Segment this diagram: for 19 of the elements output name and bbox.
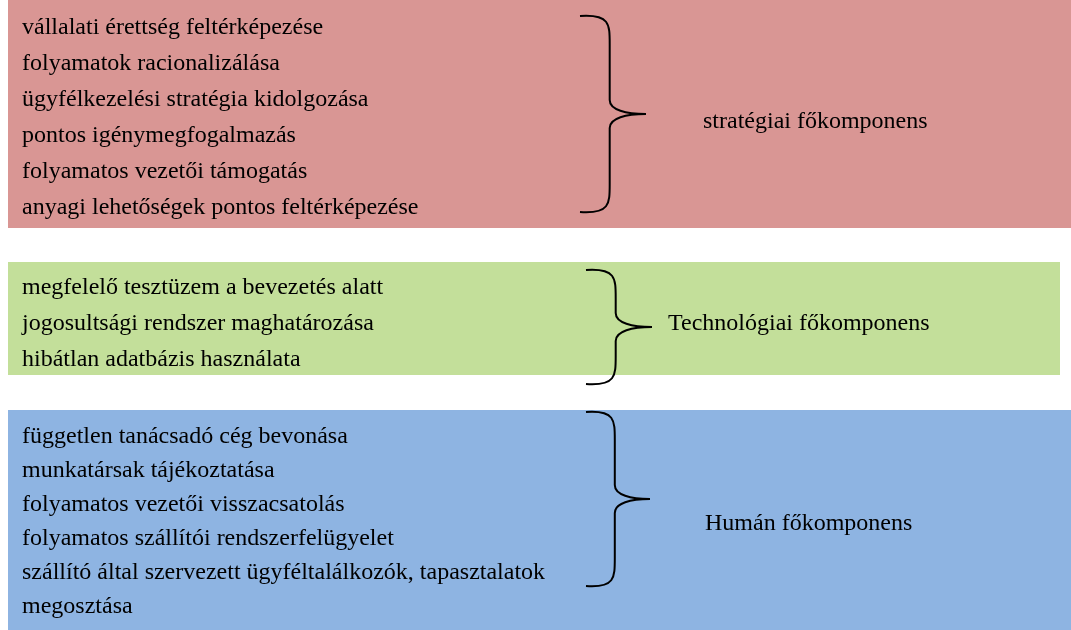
list-item: folyamatos vezetői visszacsatolás xyxy=(22,489,346,518)
component-heading: Humán főkomponens xyxy=(705,508,913,537)
colored-band xyxy=(8,410,1071,630)
list-item: munkatársak tájékoztatása xyxy=(22,455,276,484)
list-item: folyamatok racionalizálása xyxy=(22,48,281,77)
list-item: vállalati érettség feltérképezése xyxy=(22,12,325,41)
list-item: hibátlan adatbázis használata xyxy=(22,344,302,373)
list-item: jogosultsági rendszer maghatározása xyxy=(22,308,375,337)
list-item: anyagi lehetőségek pontos feltérképezése xyxy=(22,192,420,221)
list-item: pontos igénymegfogalmazás xyxy=(22,120,297,149)
list-item: független tanácsadó cég bevonása xyxy=(22,421,349,450)
list-item: folyamatos szállítói rendszerfelügyelet xyxy=(22,523,395,552)
list-item: folyamatos vezetői támogatás xyxy=(22,156,309,185)
component-heading: stratégiai főkomponens xyxy=(703,106,928,135)
list-item: ügyfélkezelési stratégia kidolgozása xyxy=(22,84,370,113)
list-item: szállító által szervezett ügyféltalálkozók, tapasztalatok megosztása xyxy=(22,557,547,620)
colored-band xyxy=(8,0,1071,228)
list-item: megfelelő tesztüzem a bevezetés alatt xyxy=(22,272,385,301)
component-heading: Technológiai főkomponens xyxy=(668,308,930,337)
